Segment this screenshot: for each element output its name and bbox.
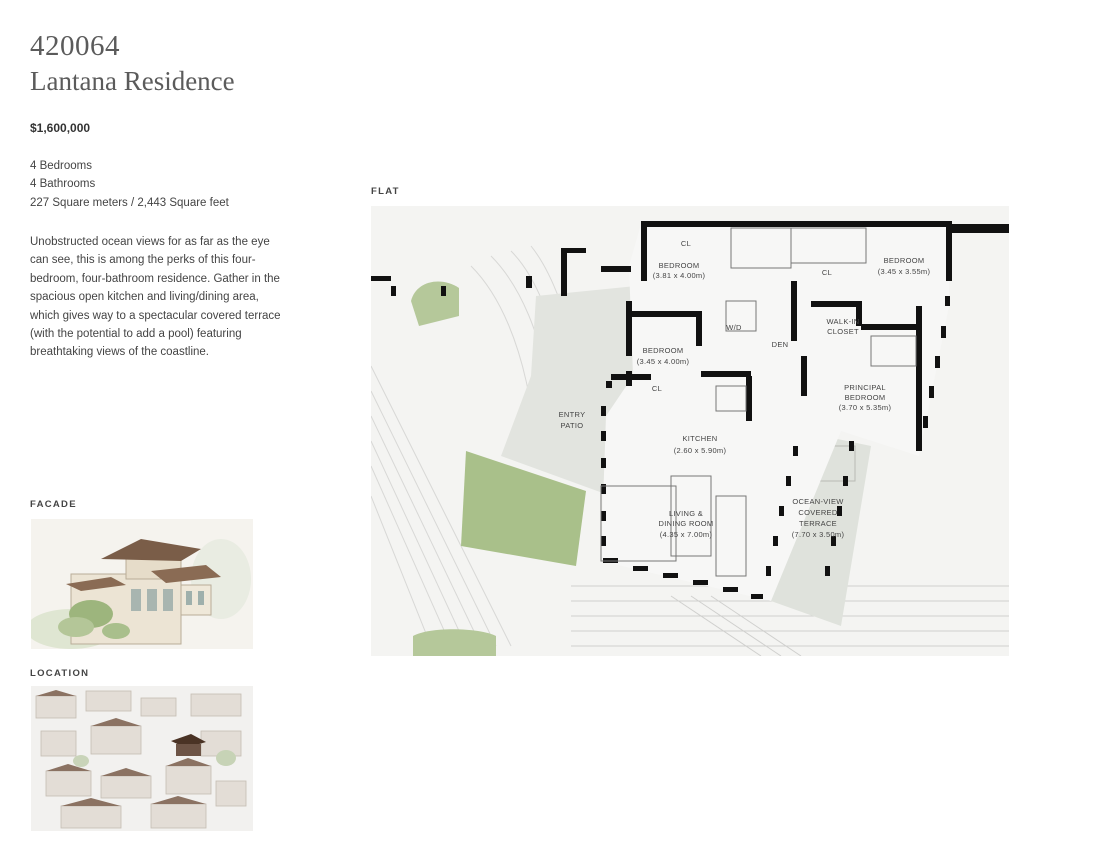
garden-patch <box>411 281 459 326</box>
facade-image[interactable] <box>31 519 253 649</box>
floor-plan-drawing: CL BEDROOM (3.81 x 4.00m) CL BEDROOM (3.… <box>371 206 1009 656</box>
room-terrace: OCEAN-VIEW <box>792 497 844 506</box>
room-wd: W/D <box>726 323 742 332</box>
room-closet-2: CL <box>822 268 832 277</box>
room-terrace-3: TERRACE <box>799 519 837 528</box>
room-bedroom-2-size: (3.45 x 3.55m) <box>878 267 931 276</box>
facade-illustration <box>31 519 253 649</box>
flat-label: FLAT <box>371 186 400 197</box>
room-living-dining-size: (4.35 x 7.00m) <box>660 530 713 539</box>
room-walkin-closet-2: CLOSET <box>827 327 859 336</box>
room-bedroom-1: BEDROOM <box>659 261 700 270</box>
listing-id: 420064 <box>30 30 120 62</box>
room-bedroom-3-size: (3.45 x 4.00m) <box>637 357 690 366</box>
room-walkin-closet: WALK-IN <box>826 317 859 326</box>
room-principal-bedroom-2: BEDROOM <box>845 393 886 402</box>
location-label: LOCATION <box>30 668 90 679</box>
room-terrace-size: (7.70 x 3.50m) <box>792 530 845 539</box>
room-kitchen: KITCHEN <box>682 434 717 443</box>
facade-label: FACADE <box>30 499 77 510</box>
listing-name: Lantana Residence <box>30 66 235 96</box>
room-living-dining-2: DINING ROOM <box>659 519 714 528</box>
room-principal-bedroom-size: (3.70 x 5.35m) <box>839 403 892 412</box>
location-illustration <box>31 686 253 831</box>
listing-price: $1,600,000 <box>30 121 91 135</box>
room-den: DEN <box>772 340 789 349</box>
floor-plan[interactable]: CL BEDROOM (3.81 x 4.00m) CL BEDROOM (3.… <box>371 206 1009 656</box>
room-kitchen-size: (2.60 x 5.90m) <box>674 446 727 455</box>
location-image[interactable] <box>31 686 253 831</box>
spec-bedrooms: 4 Bedrooms <box>30 160 93 172</box>
room-terrace-2: COVERED <box>798 508 837 517</box>
garden-patch <box>413 629 496 656</box>
room-bedroom-3: BEDROOM <box>643 346 684 355</box>
room-closet-1: CL <box>681 239 691 248</box>
garden-patch <box>461 451 586 566</box>
room-entry-patio-2: PATIO <box>561 421 584 430</box>
spec-bathrooms: 4 Bathrooms <box>30 178 96 190</box>
room-entry-patio: ENTRY <box>559 410 586 419</box>
room-closet-3: CL <box>652 384 662 393</box>
room-principal-bedroom: PRINCIPAL <box>844 383 886 392</box>
room-living-dining: LIVING & <box>669 509 703 518</box>
room-bedroom-2: BEDROOM <box>884 256 925 265</box>
spec-area: 227 Square meters / 2,443 Square feet <box>30 197 229 209</box>
room-bedroom-1-size: (3.81 x 4.00m) <box>653 271 706 280</box>
listing-description: Unobstructed ocean views for as far as t… <box>30 236 281 359</box>
